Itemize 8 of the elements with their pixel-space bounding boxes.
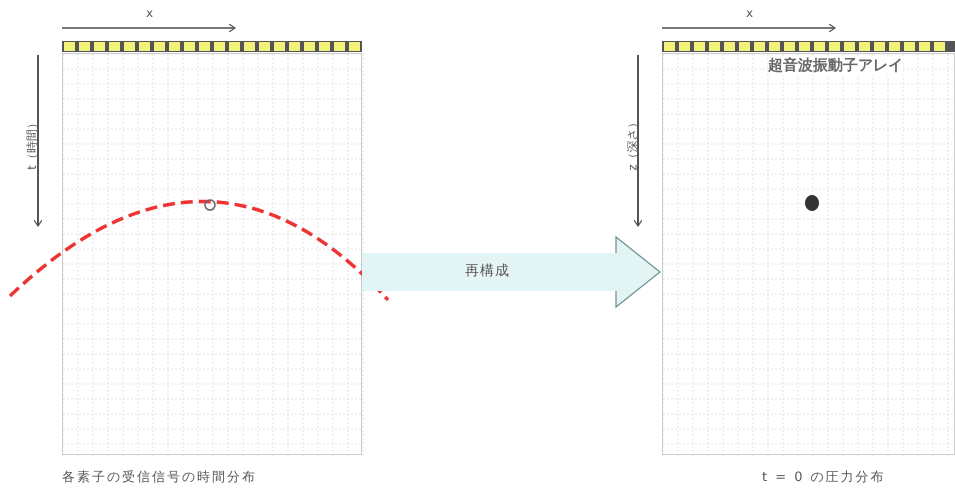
panel-caption: t = 0 の圧力分布 xyxy=(762,469,886,486)
grid-panel xyxy=(62,53,362,455)
panel-caption: 各素子の受信信号の時間分布 xyxy=(62,469,257,486)
axis-label: x xyxy=(146,6,154,20)
axis-label: x xyxy=(746,6,754,20)
array-label: 超音波振動子アレイ xyxy=(768,56,903,75)
grid-panel xyxy=(662,53,955,455)
edge-label: 再構成 xyxy=(465,262,510,280)
